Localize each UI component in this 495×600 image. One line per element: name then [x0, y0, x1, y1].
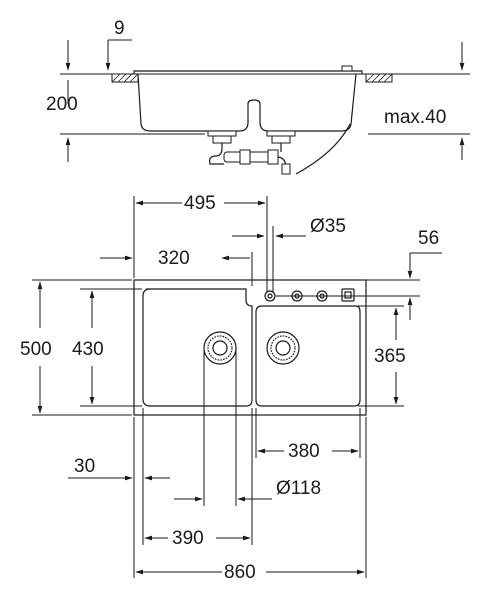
dim-label-860: 860 — [224, 562, 256, 583]
dim-label-365: 365 — [374, 346, 406, 367]
dim-worktop-max40: max.40 — [368, 42, 470, 160]
dim-label-430: 430 — [72, 339, 104, 360]
dim-overall-width: 860 — [135, 417, 367, 583]
dim-label-500: 500 — [20, 339, 52, 360]
dim-label-d35: Ø35 — [310, 216, 346, 237]
dim-label-30: 30 — [74, 456, 95, 477]
dim-label-390: 390 — [172, 528, 204, 549]
tap-holes — [264, 288, 355, 302]
dim-bowl-depth: 430 — [72, 288, 142, 407]
dim-label-56: 56 — [418, 228, 439, 249]
right-waste — [266, 331, 300, 365]
tap-stub — [341, 65, 353, 72]
right-bowl — [255, 305, 361, 407]
dim-label-d118: Ø118 — [276, 478, 321, 499]
dim-label-200: 200 — [46, 94, 78, 115]
sink-outline — [133, 279, 367, 416]
plan-view: 495 Ø35 56 320 — [20, 193, 442, 583]
waste-fittings — [207, 123, 351, 175]
dim-small-bowl-width: 380 — [255, 408, 361, 462]
worktop-hatch-left — [111, 73, 139, 83]
dim-waste-diameter: Ø118 — [174, 348, 321, 506]
dim-tap-hole: Ø35 — [232, 216, 346, 292]
dim-label-320: 320 — [158, 248, 190, 269]
left-bowl — [142, 288, 253, 407]
dim-small-bowl-depth: 365 — [358, 305, 406, 407]
dim-depth-200: 200 — [46, 80, 205, 162]
section-view: 9 200 max.40 — [46, 18, 470, 175]
left-waste — [203, 331, 237, 365]
dim-rim: 30 — [68, 408, 170, 578]
worktop-hatch-right — [365, 73, 393, 83]
dim-label-380: 380 — [288, 441, 320, 462]
dim-tap-offset: 495 — [133, 193, 268, 292]
dim-bowl-width: 390 — [144, 408, 253, 549]
dim-label-max40: max.40 — [384, 107, 446, 128]
dim-overall-depth: 500 — [20, 279, 132, 416]
dim-bowl-offset: 320 — [100, 248, 253, 286]
dim-edge-offset: 56 — [276, 228, 442, 320]
sink-profile — [133, 70, 363, 132]
dim-label-495: 495 — [184, 193, 216, 214]
dim-top-thickness: 9 — [65, 18, 132, 71]
dim-label-9: 9 — [114, 18, 125, 39]
